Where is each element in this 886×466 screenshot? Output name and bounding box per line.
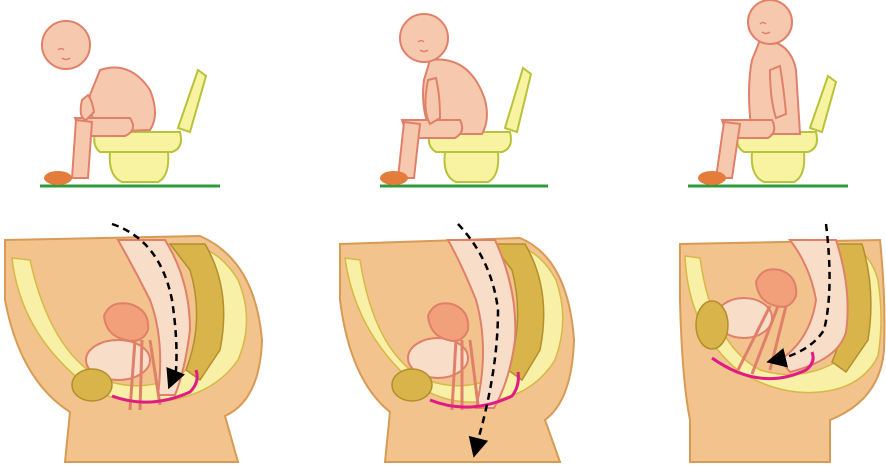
pubic-bone xyxy=(392,369,432,401)
pelvis-section-1 xyxy=(5,224,262,462)
pubic-bone xyxy=(72,369,112,401)
figure-upright xyxy=(688,0,848,186)
figure-slightly-leaning xyxy=(380,14,548,186)
pelvis-section-2 xyxy=(340,224,574,462)
pelvis-section-3 xyxy=(680,224,885,462)
figure-leaning-forward xyxy=(40,21,220,186)
pubic-bone xyxy=(696,301,728,349)
